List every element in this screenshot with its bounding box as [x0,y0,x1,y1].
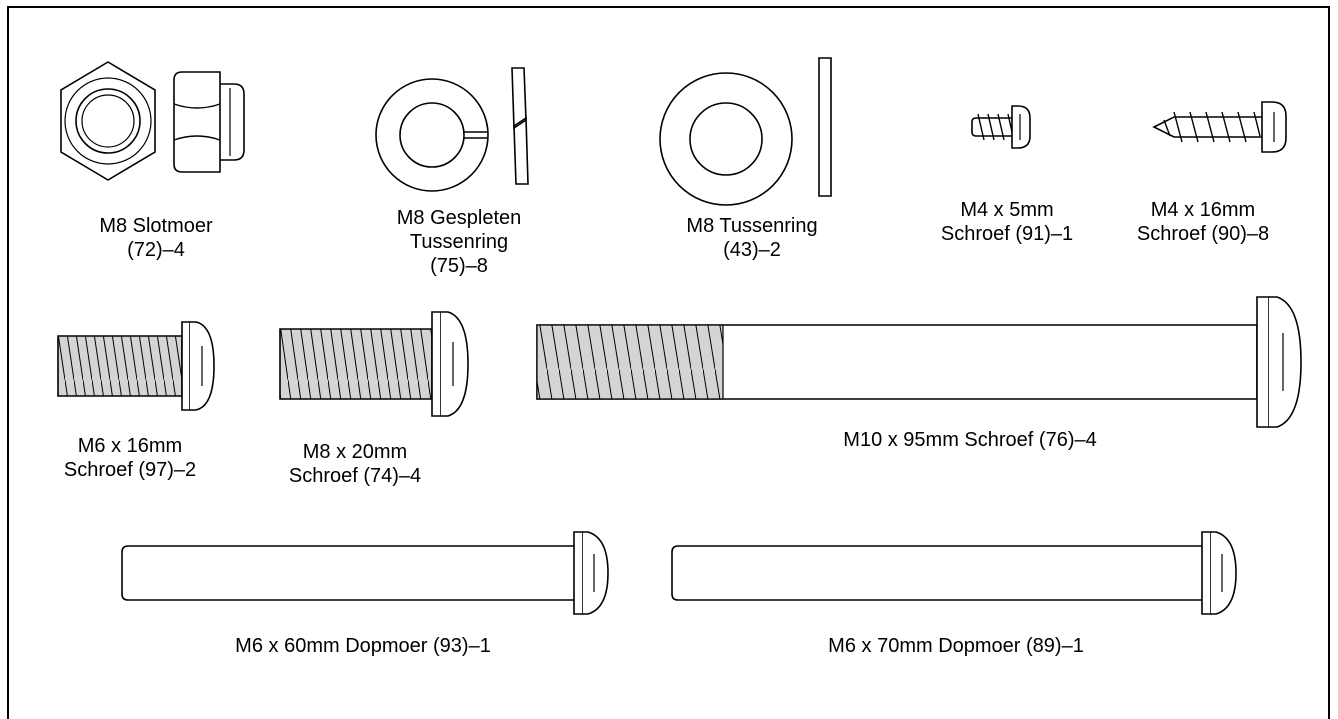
split-washer-label: M8 Gespleten Tussenring (75)–8 [397,206,522,278]
split-washer-label-line2: Tussenring [409,231,509,253]
washer-front-icon [657,70,795,208]
bolt-m6-70mm-label-line1: M6 x 70mm Dopmoer (89)–1 [828,635,1084,657]
split-washer-front-icon [373,76,491,194]
bolt-m6-70mm-label: M6 x 70mm Dopmoer (89)–1 [828,634,1084,658]
screw-m4-5mm-label-line1: M4 x 5mm [960,199,1054,221]
screw-m4-16mm-icon [1150,100,1290,154]
washer-label-line2: (43)–2 [723,239,781,261]
screw-m4-16mm-label-line1: M4 x 16mm [1150,199,1256,221]
bolt-m6-60mm-label-line1: M6 x 60mm Dopmoer (93)–1 [235,635,491,657]
screw-m10-95mm-label: M10 x 95mm Schroef (76)–4 [843,428,1096,452]
screw-m6-16mm-label: M6 x 16mm Schroef (97)–2 [64,434,196,482]
lock-nut-front-icon [58,60,158,182]
washer-label-line1: M8 Tussenring [686,215,818,237]
screw-m10-95mm-label-line1: M10 x 95mm Schroef (76)–4 [843,429,1097,451]
screw-m10-95mm-icon [535,295,1305,429]
split-washer-label-line1: M8 Gespleten [396,207,522,229]
bolt-m6-60mm-label: M6 x 60mm Dopmoer (93)–1 [235,634,491,658]
split-washer-side-icon [504,66,534,186]
screw-m4-5mm-icon [970,104,1032,150]
lock-nut-label: M8 Slotmoer (72)–4 [99,214,212,262]
washer-label: M8 Tussenring (43)–2 [686,214,817,262]
bolt-m6-70mm-icon [668,530,1240,616]
parts-identification-frame [7,6,1330,719]
bolt-m6-60mm-icon [118,530,612,616]
screw-m4-16mm-label-line2: Schroef (90)–8 [1136,223,1270,245]
washer-side-icon [817,56,833,198]
screw-m6-16mm-label-line1: M6 x 16mm [77,435,183,457]
lock-nut-label-line2: (72)–4 [127,239,185,261]
lock-nut-label-line1: M8 Slotmoer [99,215,213,237]
screw-m8-20mm-label-line1: M8 x 20mm [302,441,408,463]
lock-nut-side-icon [168,70,248,174]
screw-m4-16mm-label: M4 x 16mm Schroef (90)–8 [1137,198,1269,246]
screw-m4-5mm-label: M4 x 5mm Schroef (91)–1 [941,198,1073,246]
split-washer-label-line3: (75)–8 [430,255,488,277]
screw-m8-20mm-label: M8 x 20mm Schroef (74)–4 [289,440,421,488]
screw-m8-20mm-label-line2: Schroef (74)–4 [288,465,422,487]
screw-m6-16mm-label-line2: Schroef (97)–2 [63,459,197,481]
screw-m6-16mm-icon [56,320,216,412]
screw-m4-5mm-label-line2: Schroef (91)–1 [940,223,1074,245]
screw-m8-20mm-icon [278,310,470,418]
